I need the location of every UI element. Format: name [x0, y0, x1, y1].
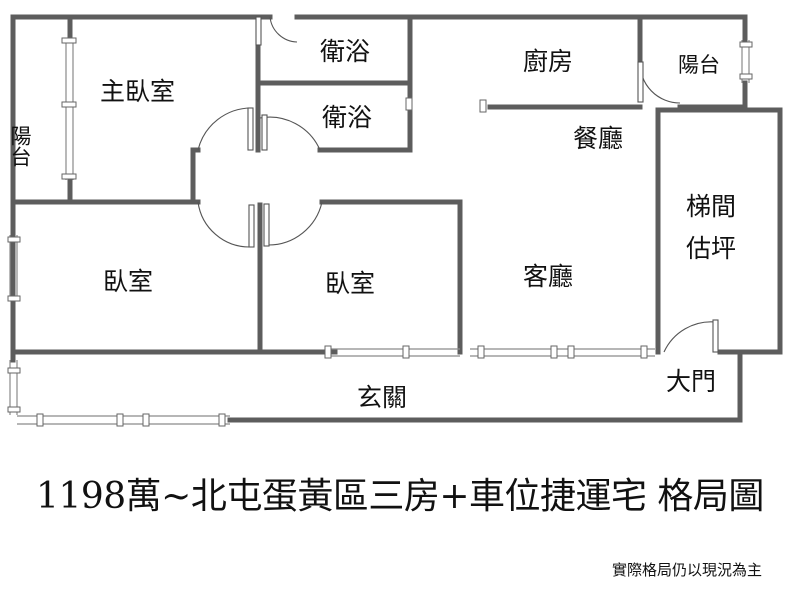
label-estimated-area: 估坪: [686, 234, 736, 263]
vent-bath: [405, 97, 413, 111]
vent-kitchen: [479, 99, 487, 113]
doors: [197, 16, 719, 353]
label-dining: 餐廳: [573, 124, 623, 153]
window-living-bottom: [470, 345, 655, 359]
window-bedroom-left: [7, 235, 21, 302]
label-bath-2: 衛浴: [322, 103, 372, 132]
label-master-bedroom: 主臥室: [100, 77, 175, 106]
label-living-room: 客廳: [523, 262, 573, 291]
label-kitchen: 廚房: [523, 47, 573, 76]
door-bath-2: [261, 114, 268, 151]
window-balcony-left: [61, 37, 77, 180]
label-bath-1: 衛浴: [320, 37, 370, 66]
window-corridor-left: [7, 360, 21, 415]
floor-plan: 主臥室 陽台 衛浴 衛浴 廚房 陽台 餐廳 梯間 估坪 臥室 臥室 客廳 玄關 …: [7, 14, 783, 427]
door-master-bedroom: [197, 107, 321, 151]
door-balcony-right: [637, 61, 681, 104]
label-balcony-right: 陽台: [678, 53, 720, 77]
label-main-door: 大門: [666, 367, 716, 396]
label-entrance: 玄關: [357, 383, 407, 412]
door-bedroom-1: [197, 201, 255, 248]
door-main: [663, 319, 719, 353]
label-bedroom-2: 臥室: [325, 269, 375, 298]
window-corridor-bottom: [17, 413, 230, 427]
label-stairwell: 梯間: [686, 192, 736, 221]
window-bedroom2-bottom: [324, 345, 460, 359]
window-balcony-right: [739, 40, 753, 83]
room-labels: 主臥室 陽台 衛浴 衛浴 廚房 陽台 餐廳 梯間 估坪 臥室 臥室 客廳 玄關 …: [8, 37, 736, 412]
label-balcony-left: 陽台: [8, 125, 32, 167]
door-bedroom-2: [263, 201, 323, 247]
plan-title: 1198萬~北屯蛋黃區三房+車位捷運宅 格局圖: [36, 476, 764, 517]
door-bath-1: [255, 16, 298, 46]
windows: [7, 37, 753, 427]
plan-disclaimer: 實際格局仍以現況為主: [611, 561, 762, 579]
label-bedroom-1: 臥室: [103, 267, 153, 296]
